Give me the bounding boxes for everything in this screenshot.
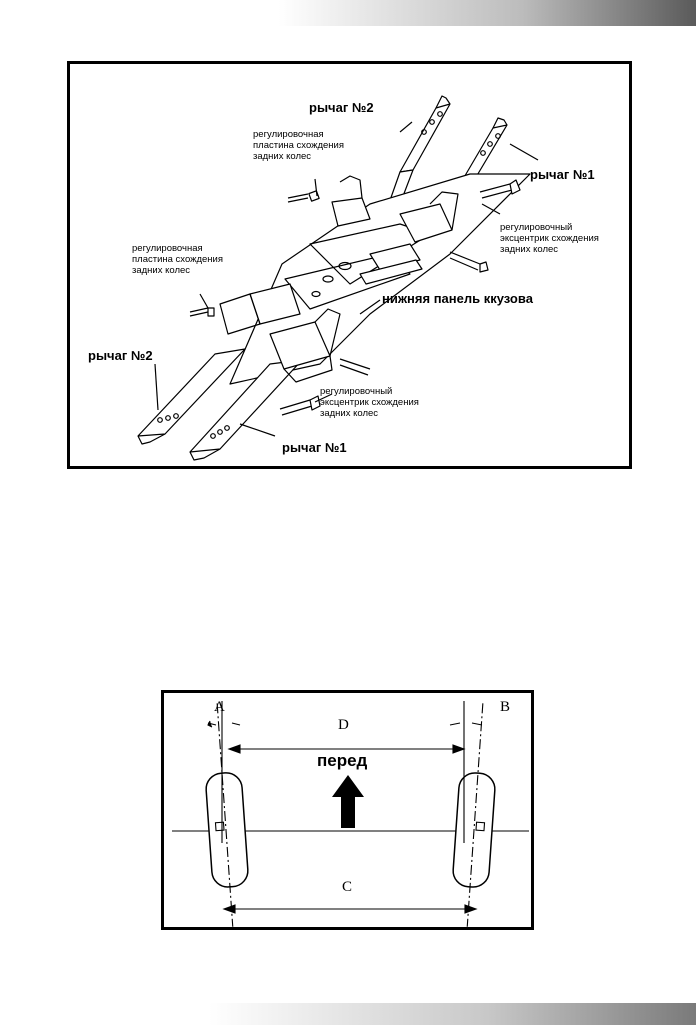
rear-suspension-figure: рычаг №2 рычаг №1 регулировочная пластин… [67,61,632,469]
footer-gradient-bar [0,1003,696,1025]
lever1-bottom-label: рычаг №1 [282,440,347,455]
adjust-plate-top-line: задних колес [253,151,312,162]
adjust-eccentric-bottom-line: задних колес [320,408,379,419]
adjust-plate-top-line: регулировочная [253,129,324,140]
front-arrow-icon [332,775,364,828]
adjust-plate-top-line: пластина схождения [253,140,344,151]
adjust-eccentric-right-line: задних колес [500,244,559,255]
lever2-top-label: рычаг №2 [309,100,374,115]
body-panel-label: нижняя панель ккузова [382,291,533,306]
toe-diagram-drawing [172,701,529,927]
adjust-plate-left-line: регулировочная [132,243,203,254]
rear-suspension-drawing [137,95,539,461]
header-gradient-bar [0,0,696,26]
adjust-plate-top-label: регулировочная пластина схождения задних… [253,129,344,162]
angle-b-label: B [500,699,511,715]
adjust-eccentric-right-line: эксцентрик схождения [500,233,599,244]
angle-a-label: A [214,699,225,715]
distance-d-label: D [338,717,349,733]
adjust-plate-left-line: задних колес [132,265,191,276]
adjust-plate-left-line: пластина схождения [132,254,223,265]
adjust-eccentric-bottom-line: эксцентрик схождения [320,397,419,408]
adjust-eccentric-bottom-label: регулировочный эксцентрик схождения задн… [320,386,419,419]
lever1-right-label: рычаг №1 [530,167,595,182]
adjust-eccentric-right-line: регулировочный [500,222,573,233]
adjust-eccentric-bottom-line: регулировочный [320,386,393,397]
distance-c-label: C [342,879,353,895]
adjust-eccentric-right-label: регулировочный эксцентрик схождения задн… [500,222,599,255]
lever2-left-label: рычаг №2 [88,348,153,363]
front-label: перед [317,751,368,770]
toe-diagram-figure: A B D перед C [161,690,534,930]
adjust-plate-left-label: регулировочная пластина схождения задних… [132,243,223,276]
